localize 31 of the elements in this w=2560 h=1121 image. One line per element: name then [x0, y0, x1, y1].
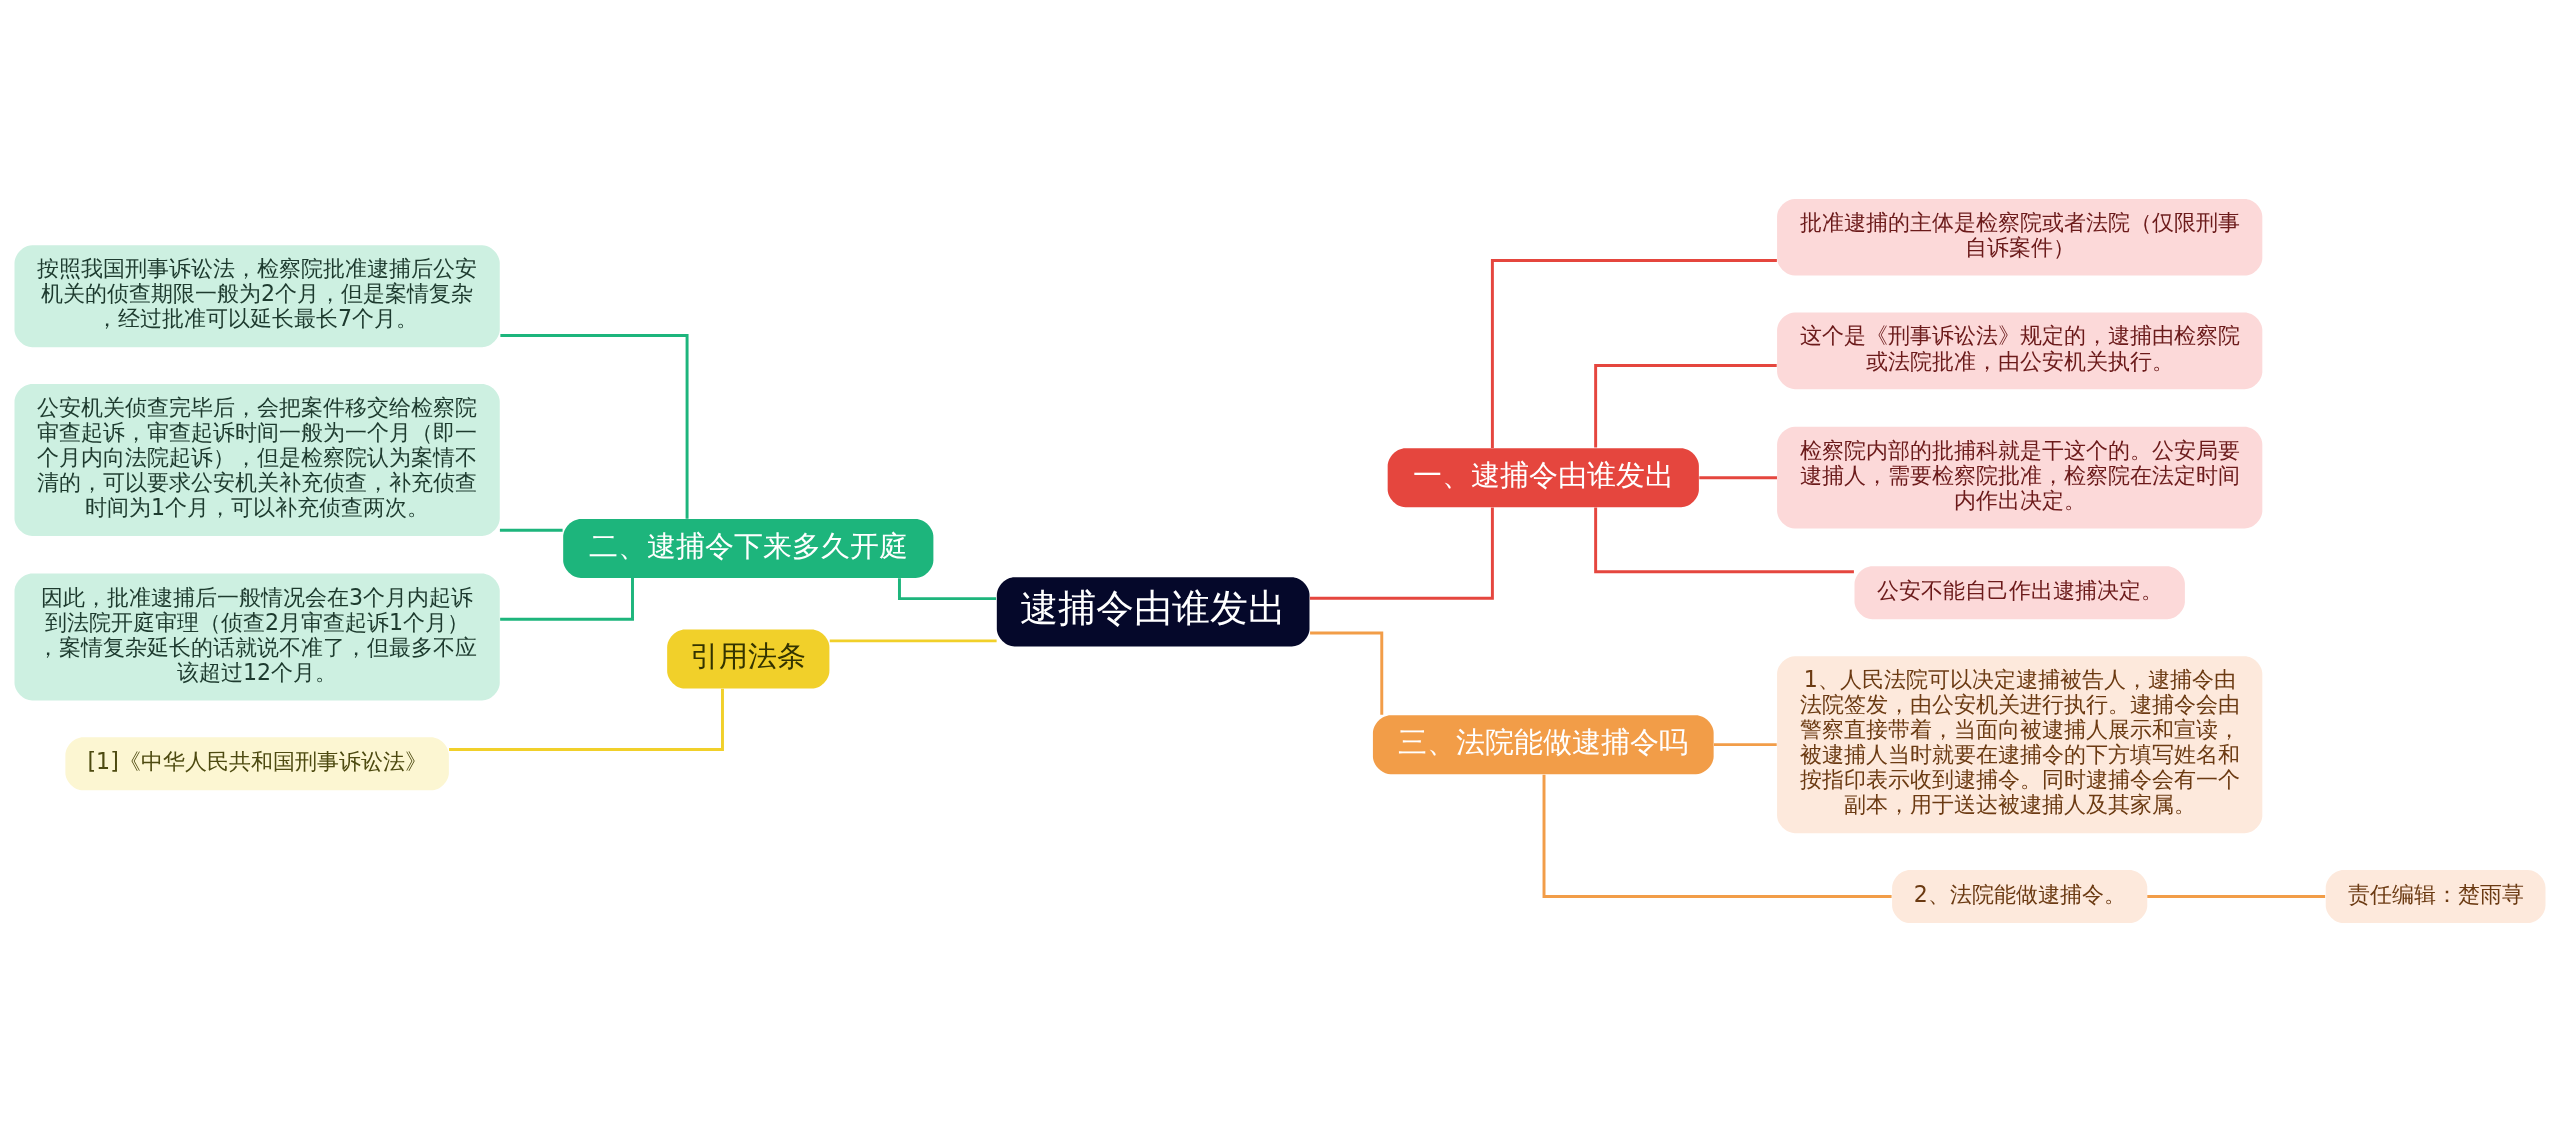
- connector: [1594, 363, 1777, 448]
- node-box: 一、逮捕令由谁发出: [1387, 447, 1699, 507]
- connector: [829, 638, 997, 642]
- connector: [1542, 774, 1892, 898]
- node-box: 批准逮捕的主体是检察院或者法院（仅限刑事自诉案件）: [1777, 198, 2263, 276]
- connector: [500, 577, 634, 621]
- connector: [2147, 894, 2326, 898]
- node-box: 公安不能自己作出逮捕决定。: [1854, 565, 2185, 619]
- node-box: [1]《中华人民共和国刑事诉讼法》: [65, 736, 449, 790]
- connector: [898, 577, 997, 600]
- node-box: 按照我国刑事诉讼法，检察院批准逮捕后公安机关的侦查期限一般为2个月，但是案情复杂，经过批准可以延长最长7个月。: [14, 244, 500, 347]
- node-box: 三、法院能做逮捕令吗: [1372, 714, 1714, 774]
- connector: [1310, 630, 1384, 715]
- node-box: 引用法条: [667, 629, 830, 689]
- node-box: 逮捕令由谁发出: [996, 576, 1310, 647]
- connector: [1713, 742, 1777, 746]
- node-box: 因此，批准逮捕后一般情况会在3个月内起诉到法院开庭审理（侦查2月审查起诉1个月），案情复杂延长的话就说不准了，但最多不应该超过12个月。: [14, 573, 500, 700]
- connector: [1490, 258, 1777, 448]
- node-box: 公安机关侦查完毕后，会把案件移交给检察院审查起诉，审查起诉时间一般为一个月（即一个月内向法院起诉），但是检察院认为案情不清的，可以要求公安机关补充侦查，补充侦查时间为1个月，可以补充侦查两次。: [14, 383, 500, 536]
- connector: [1594, 506, 1854, 573]
- node-box: 1、人民法院可以决定逮捕被告人，逮捕令由法院签发，由公安机关进行执行。逮捕令会由警察直接带着，当面向被逮捕人展示和宣读，被逮捕人当时就要在逮捕令的下方填写姓名和按指印表示收到逮捕令。同时逮捕令会有一个副本，用于送达被逮捕人及其家属。: [1777, 655, 2263, 833]
- connector: [1699, 475, 1777, 479]
- node-box: 责任编辑：楚雨荨: [2325, 869, 2546, 923]
- node-box: 检察院内部的批捕科就是干这个的。公安局要逮捕人，需要检察院批准，检察院在法定时间内作出决定。: [1777, 426, 2263, 529]
- node-box: 2、法院能做逮捕令。: [1892, 869, 2148, 923]
- node-box: 二、逮捕令下来多久开庭: [563, 518, 934, 578]
- connector: [1309, 506, 1494, 600]
- connector: [499, 528, 563, 532]
- connector: [500, 333, 689, 519]
- connector: [449, 688, 724, 751]
- node-box: 这个是《刑事诉讼法》规定的，逮捕由检察院或法院批准，由公安机关执行。: [1777, 311, 2263, 389]
